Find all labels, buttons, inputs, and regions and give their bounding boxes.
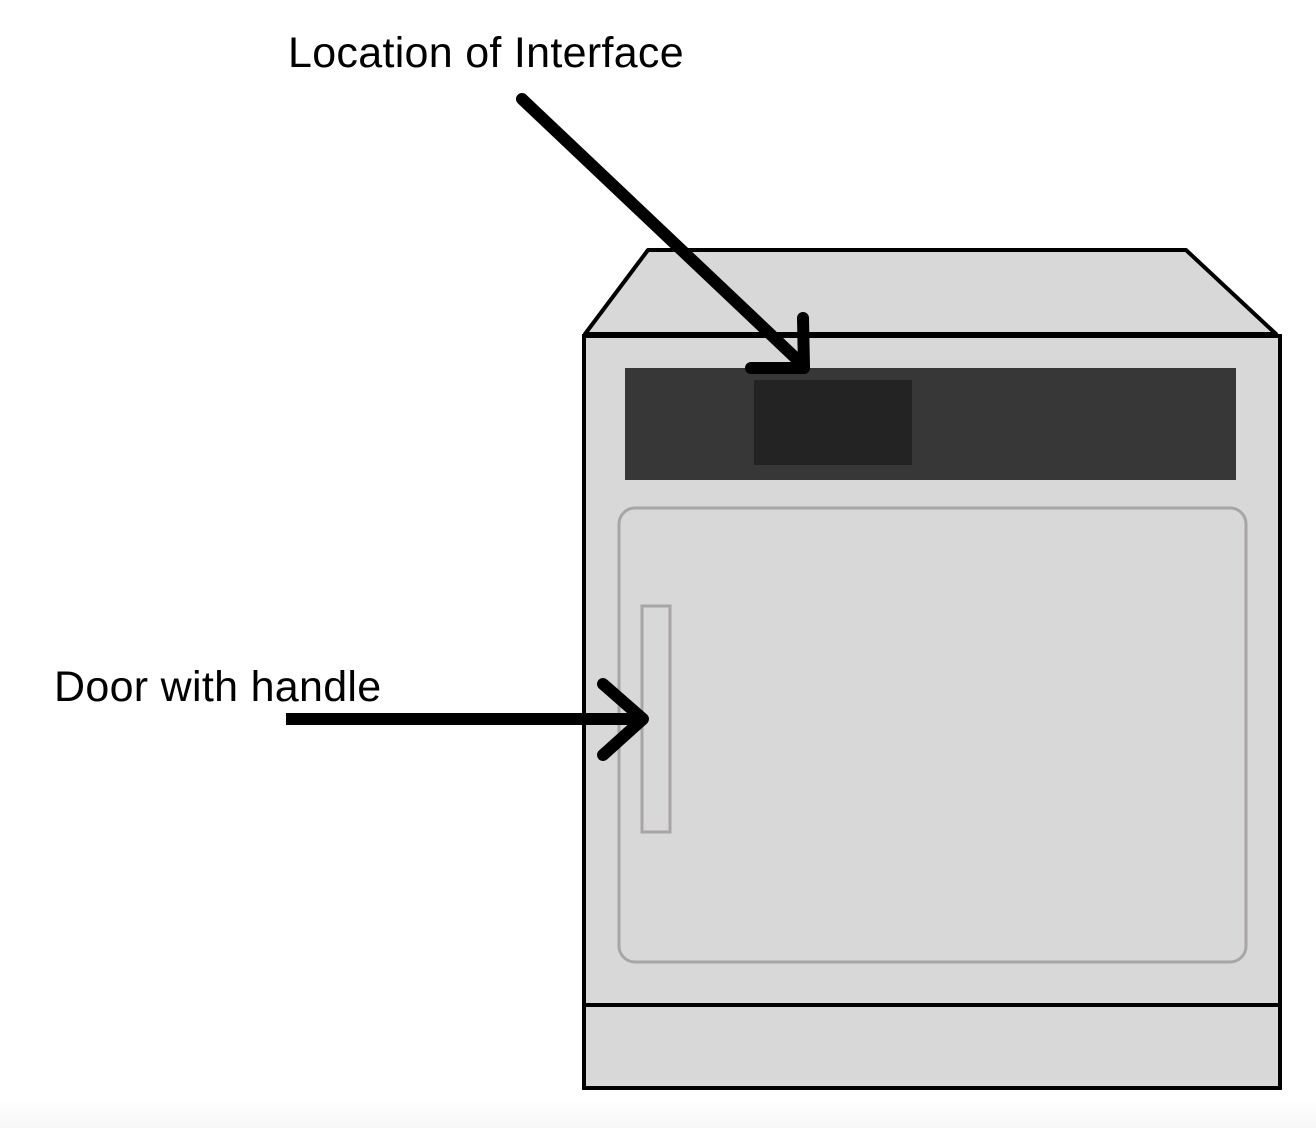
control-panel: [625, 368, 1236, 480]
interface-arrow: [516, 93, 810, 374]
interface-location-label: Location of Interface: [288, 29, 684, 77]
door-handle-label: Door with handle: [54, 663, 382, 711]
door-arrow: [286, 678, 649, 761]
door: [617, 506, 1248, 964]
interface-screen: [754, 380, 912, 465]
bottom-edge-shade: [0, 1100, 1316, 1128]
